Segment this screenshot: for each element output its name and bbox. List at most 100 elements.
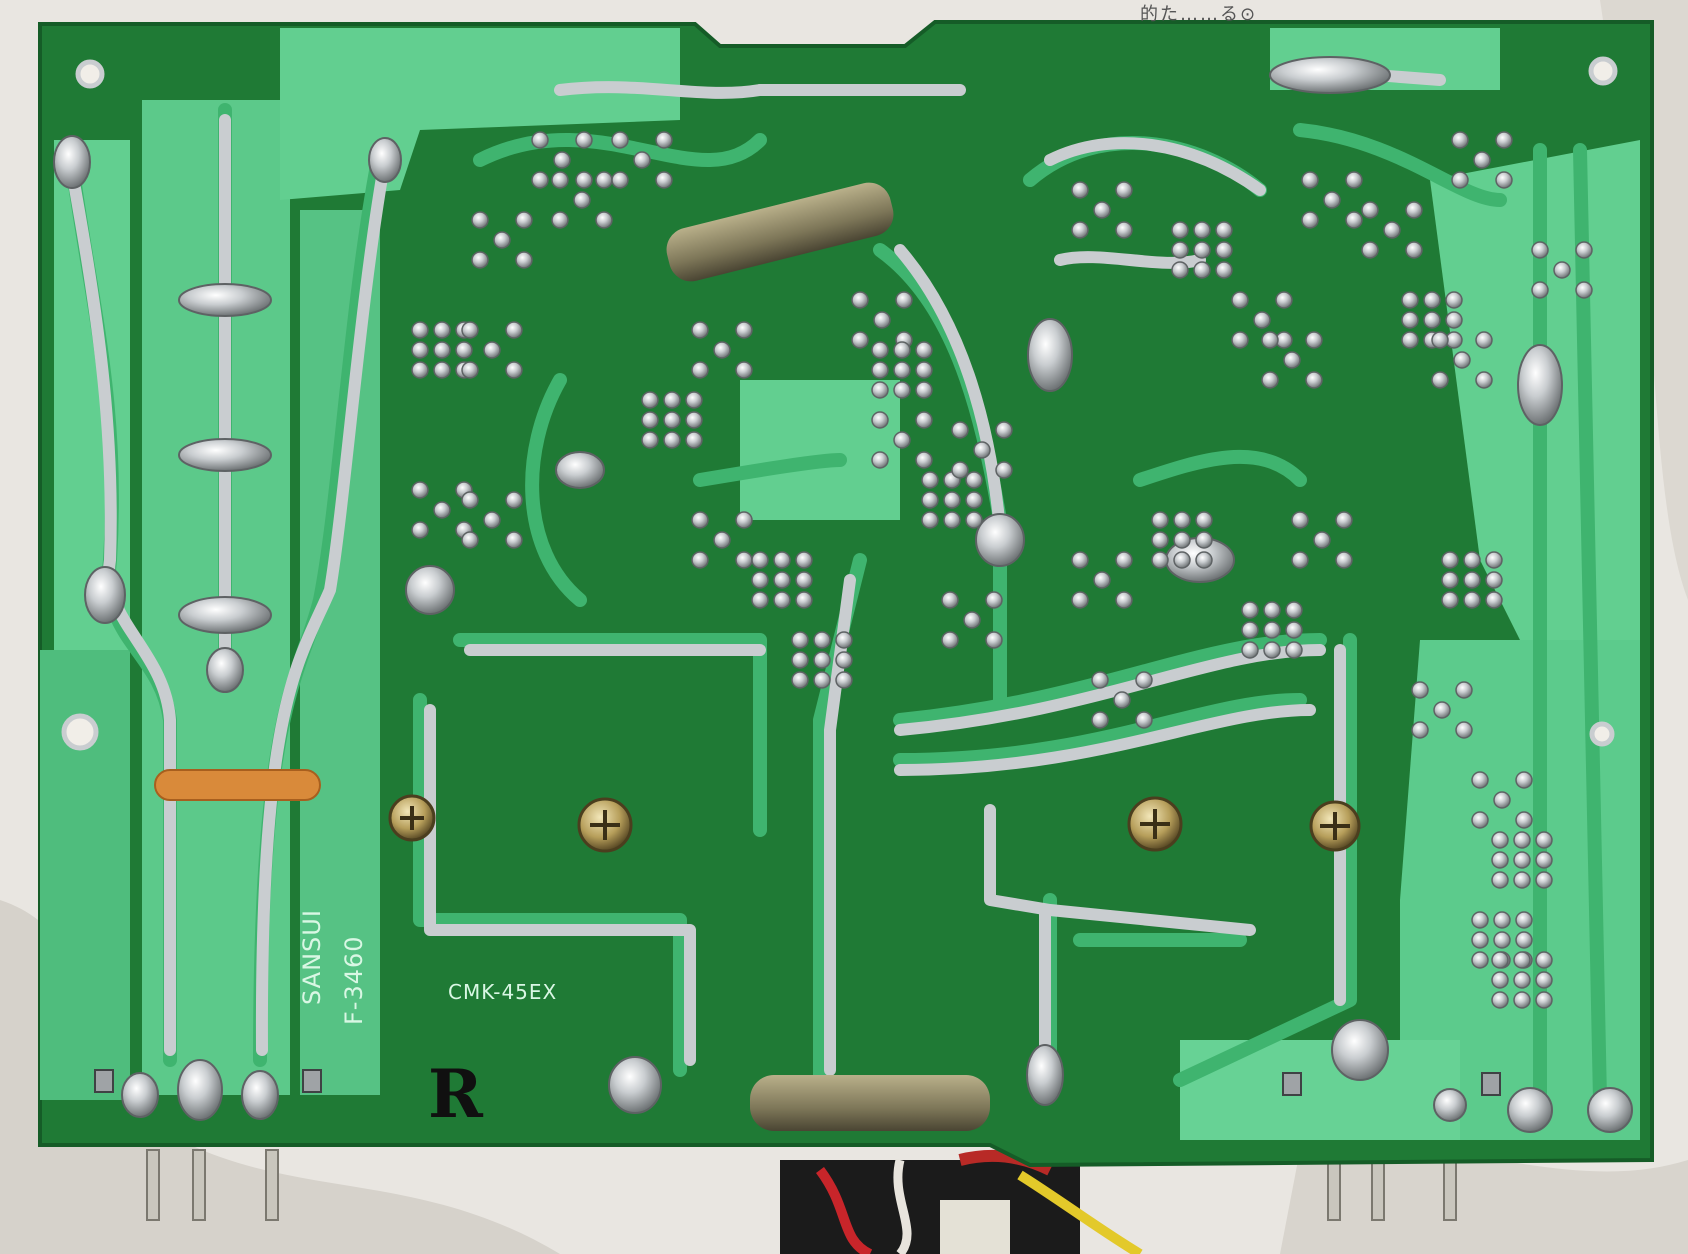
solder-joint xyxy=(685,391,703,409)
solder-joint xyxy=(1531,281,1549,299)
solder-joint xyxy=(871,451,889,469)
solder-joint xyxy=(995,421,1013,439)
solder-joint xyxy=(835,671,853,689)
solder-joint xyxy=(611,131,629,149)
solder-joint xyxy=(1491,871,1509,889)
solder-joint xyxy=(1313,531,1331,549)
solder-joint xyxy=(915,411,933,429)
solder-joint xyxy=(691,321,709,339)
solder-joint xyxy=(1491,951,1509,969)
solder-joint xyxy=(951,421,969,439)
solder-joint xyxy=(641,391,659,409)
solder-joint xyxy=(1513,831,1531,849)
solder-joint xyxy=(455,341,473,359)
solder-joint xyxy=(893,341,911,359)
solder-joints xyxy=(411,131,1593,1009)
solder-joint xyxy=(773,551,791,569)
solder-joint xyxy=(411,481,429,499)
solder-joint xyxy=(411,321,429,339)
solder-joint xyxy=(1433,701,1451,719)
solder-joint xyxy=(1291,551,1309,569)
solder-joint xyxy=(1305,331,1323,349)
solder-joint xyxy=(751,551,769,569)
solder-joint xyxy=(713,341,731,359)
solder-joint xyxy=(1113,691,1131,709)
solder-joint xyxy=(515,251,533,269)
mounting-hole xyxy=(61,56,1618,751)
solder-joint xyxy=(575,131,593,149)
solder-joint xyxy=(433,501,451,519)
solder-joint xyxy=(735,511,753,529)
resistor xyxy=(154,182,990,1131)
solder-joint xyxy=(1455,721,1473,739)
solder-joint xyxy=(1193,261,1211,279)
solder-joint xyxy=(1195,531,1213,549)
solder-joint xyxy=(985,631,1003,649)
solder-joint xyxy=(1345,211,1363,229)
solder-joint xyxy=(1173,511,1191,529)
solder-joint xyxy=(985,591,1003,609)
solder-joint xyxy=(965,491,983,509)
solder-joint xyxy=(1301,171,1319,189)
solder-joint xyxy=(1441,551,1459,569)
solder-joint xyxy=(1215,261,1233,279)
solder-joint xyxy=(1513,871,1531,889)
solder-joint xyxy=(1261,371,1279,389)
screw xyxy=(388,794,1361,853)
solder-joint xyxy=(1485,571,1503,589)
solder-joint xyxy=(1401,311,1419,329)
solder-joint xyxy=(965,471,983,489)
solder-joint xyxy=(663,431,681,449)
solder-joint xyxy=(655,131,673,149)
solder-joint xyxy=(871,381,889,399)
solder-joint xyxy=(871,411,889,429)
solder-joint xyxy=(1335,551,1353,569)
solder-joint xyxy=(943,491,961,509)
solder-joint xyxy=(1473,151,1491,169)
solder-joint xyxy=(461,321,479,339)
solder-joint xyxy=(813,631,831,649)
solder-joint xyxy=(1463,551,1481,569)
solder-joint xyxy=(1535,951,1553,969)
solder-joint xyxy=(691,511,709,529)
solder-joint xyxy=(1263,621,1281,639)
solder-joint xyxy=(1515,811,1533,829)
solder-joint xyxy=(1263,641,1281,659)
solder-joint xyxy=(1193,241,1211,259)
solder-joint xyxy=(773,571,791,589)
solder-joint xyxy=(1491,831,1509,849)
solder-joint xyxy=(663,411,681,429)
solder-joint xyxy=(1411,681,1429,699)
solder-joint xyxy=(735,551,753,569)
solder-joint xyxy=(611,171,629,189)
solder-joint xyxy=(1475,331,1493,349)
solder-joint xyxy=(1285,621,1303,639)
solder-joint xyxy=(1491,971,1509,989)
solder-joint xyxy=(893,381,911,399)
solder-joint xyxy=(791,651,809,669)
solder-joint xyxy=(1171,241,1189,259)
solder-joint xyxy=(813,671,831,689)
solder-joint xyxy=(1493,911,1511,929)
solder-joint xyxy=(1441,591,1459,609)
solder-joint xyxy=(641,431,659,449)
solder-joint xyxy=(1241,641,1259,659)
solder-joint xyxy=(1115,181,1133,199)
solder-joint xyxy=(835,651,853,669)
silkscreen-brand: SANSUI xyxy=(298,909,326,1005)
corner-text-fragment: 的た……る⊙ xyxy=(1140,4,1258,25)
solder-joint xyxy=(1115,551,1133,569)
solder-joint xyxy=(411,341,429,359)
solder-joint xyxy=(411,521,429,539)
solder-joint xyxy=(1405,241,1423,259)
solder-joint xyxy=(1215,221,1233,239)
solder-joint xyxy=(1471,951,1489,969)
solder-joint xyxy=(551,211,569,229)
solder-joint xyxy=(795,551,813,569)
solder-joint xyxy=(1441,571,1459,589)
solder-joint xyxy=(1361,201,1379,219)
solder-joint xyxy=(1173,551,1191,569)
solder-joint xyxy=(1471,911,1489,929)
solder-joint xyxy=(1261,331,1279,349)
